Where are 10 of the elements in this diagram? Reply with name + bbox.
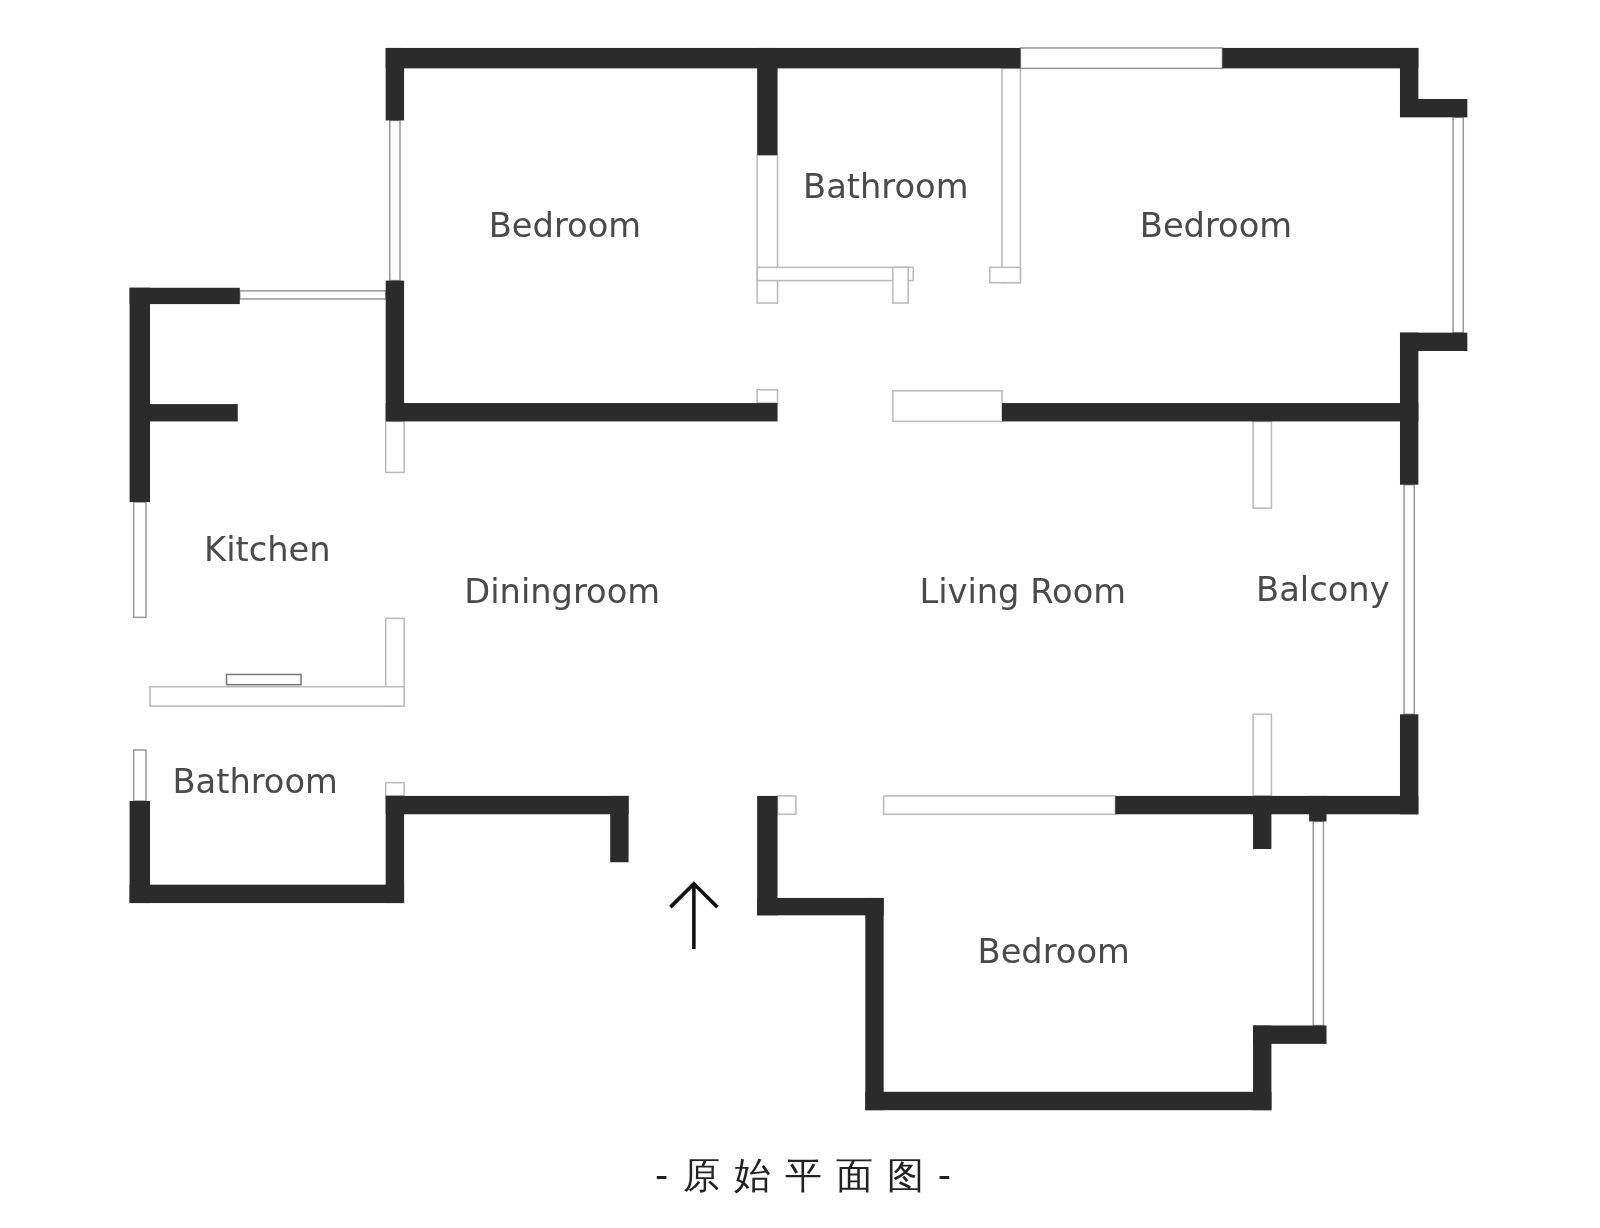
room-label: Diningroom — [464, 574, 661, 609]
room-label: Bedroom — [488, 208, 642, 242]
room-label: Balcony — [1256, 572, 1390, 607]
room-label: Bathroom — [803, 169, 969, 204]
room-label: Bedroom — [1139, 208, 1293, 242]
room-label: Bathroom — [172, 764, 338, 798]
room-label: Living Room — [919, 574, 1127, 609]
room-label: Kitchen — [204, 532, 331, 567]
caption: -原始平面图- — [655, 1157, 966, 1194]
room-label: Bedroom — [977, 934, 1130, 969]
